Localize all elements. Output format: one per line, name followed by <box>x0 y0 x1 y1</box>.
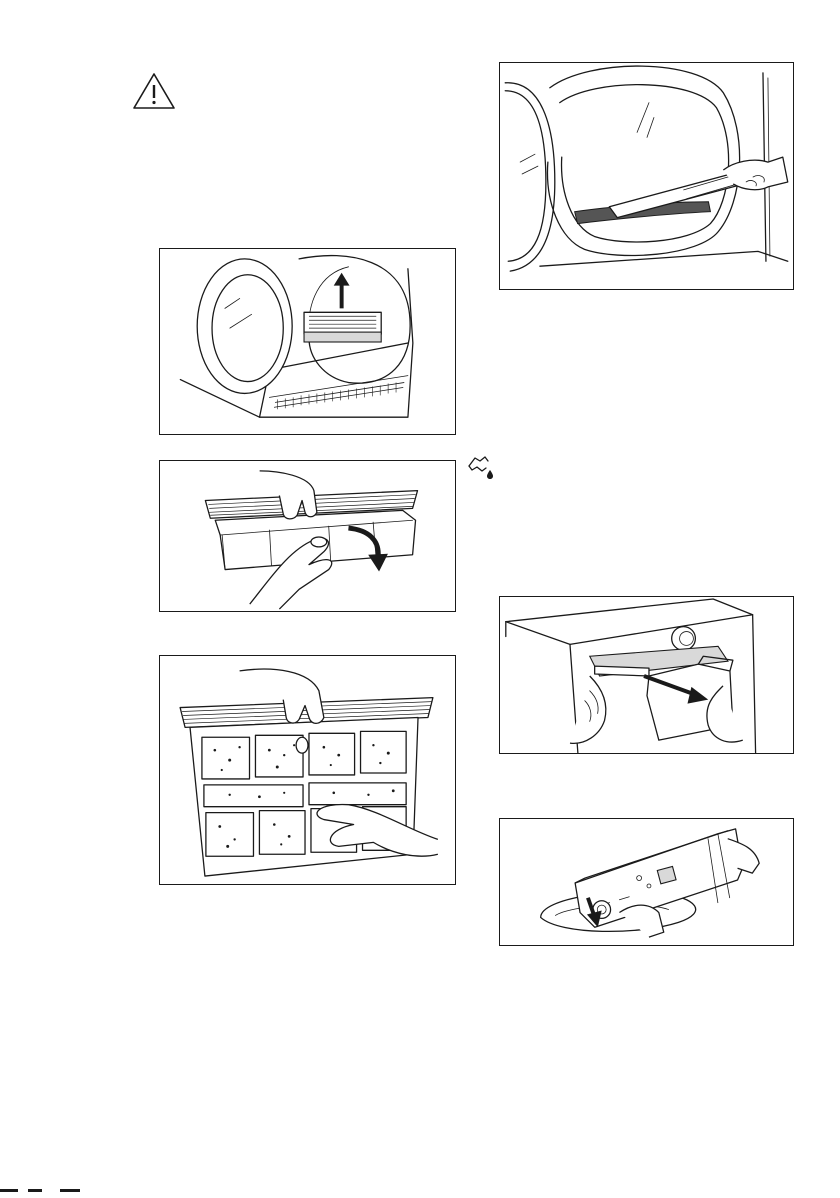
warning-triangle-icon <box>131 71 177 111</box>
fig-water-container-pull <box>499 596 794 754</box>
fig-filter-open <box>159 460 456 612</box>
water-drain-icon <box>466 452 496 482</box>
fig-lint-filter-removal <box>159 248 456 435</box>
fig-water-container-empty <box>499 818 794 946</box>
fig-filter-dirty-mesh <box>159 655 456 885</box>
fig-door-seal-vacuum <box>499 62 794 290</box>
page-edge-mark <box>0 1180 90 1192</box>
